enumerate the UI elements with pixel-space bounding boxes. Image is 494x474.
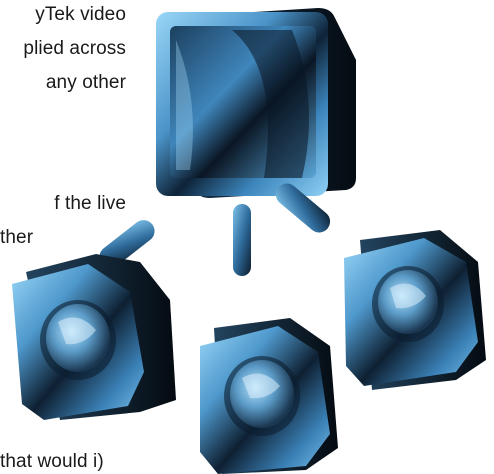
monitor-icon	[156, 8, 356, 198]
camera-icon-right	[344, 230, 486, 390]
camera-icon-left	[12, 254, 176, 420]
camera-icon-bottom	[200, 318, 338, 474]
connector-middle	[233, 204, 251, 276]
